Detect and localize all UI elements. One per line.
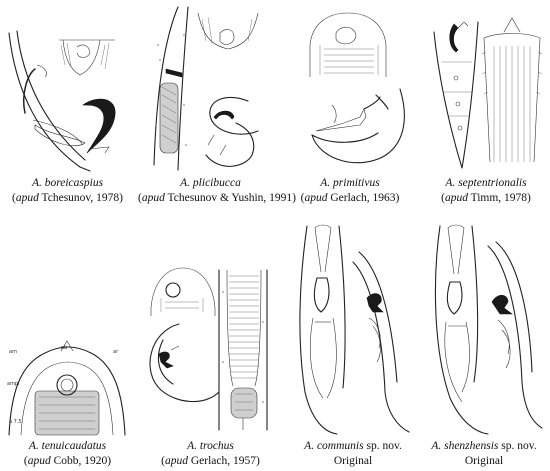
species-suffix: sp. nov. [498,440,537,452]
shenzhensis-drawing [434,224,543,435]
plate-plicibucca [148,5,273,173]
tenuicaudatus-drawing: am pb ampl ar a 7.5 [7,340,126,436]
species-name: A. tenuicaudatus [28,440,107,452]
plate-boreicaspius [5,25,130,173]
septentrionalis-drawing [433,17,543,169]
plate-tenuicaudatus: am pb ampl ar a 7.5 [5,335,130,436]
reference: (apud Gerlach, 1963) [300,192,400,204]
plicibucca-drawing [153,6,259,171]
boreicaspius-drawing [8,30,116,172]
species-name: A. boreicaspius [31,177,104,189]
label-ar: ar [113,349,119,355]
reference: (apud Gerlach, 1957) [161,455,260,467]
plate-shenzhensis [428,222,546,436]
caption-septentrionalis: A. septentrionalis (apud Timm, 1978) [422,176,550,206]
species-name: A. communis [304,440,364,452]
species-suffix: sp. nov. [363,440,402,452]
species-line: A. shenzhensis sp. nov. [418,439,550,454]
species-name: A. plicibucca [180,177,241,189]
species-line: A. communis sp. nov. [283,439,423,454]
primitivus-drawing [309,12,405,164]
reference: (apud Tchesunov & Yushin, 1991) [138,192,296,204]
species-name: A. shenzhensis [431,440,499,452]
communis-drawing [299,224,410,435]
reference: (apud Cobb, 1920) [23,455,112,467]
species-name: A. septentrionalis [445,177,527,189]
species-name: A. trochus [187,440,234,452]
caption-primitivus: A. primitivus (apud Gerlach, 1963) [285,176,415,206]
label-a75: a 7.5 [9,419,22,425]
label-ampl: ampl [7,381,20,387]
plate-primitivus [290,5,410,173]
plate-communis [293,222,413,436]
source-note: Original [464,455,504,467]
plate-trochus [143,262,278,436]
label-am: am [9,349,17,355]
plate-septentrionalis [428,12,546,172]
reference: (apud Tchesunov, 1978) [12,192,123,204]
caption-shenzhensis: A. shenzhensis sp. nov. Original [418,439,550,469]
caption-communis: A. communis sp. nov. Original [283,439,423,469]
reference: (apud Timm, 1978) [441,192,531,204]
trochus-drawing [149,267,268,431]
label-pb: pb [61,345,67,351]
caption-tenuicaudatus: A. tenuicaudatus (apud Cobb, 1920) [5,439,130,469]
species-name: A. primitivus [320,177,380,189]
source-note: Original [333,455,373,467]
caption-trochus: A. trochus (apud Gerlach, 1957) [143,439,278,469]
caption-plicibucca: A. plicibucca (apud Tchesunov & Yushin, … [138,176,296,206]
caption-boreicaspius: A. boreicaspius (apud Tchesunov, 1978) [5,176,130,206]
